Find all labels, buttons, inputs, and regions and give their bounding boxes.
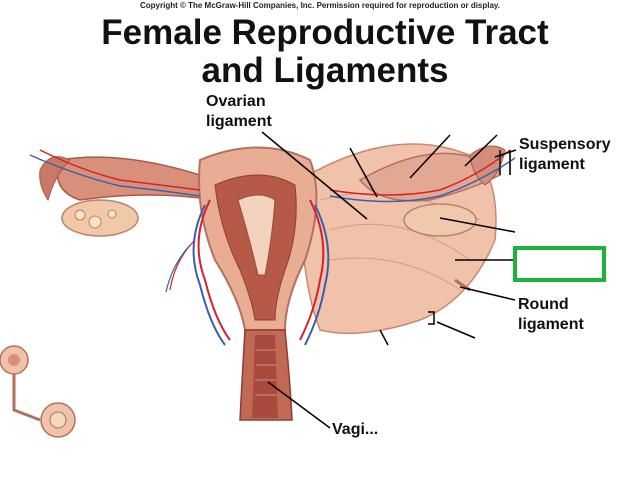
label-suspensory-ligament: Suspensory ligament xyxy=(519,135,611,175)
ovarian-artery-right xyxy=(329,149,511,196)
title-line-2: and Ligaments xyxy=(201,51,449,90)
left-uterine-tube xyxy=(56,156,217,201)
page-title: Female Reproductive Tract and Ligaments xyxy=(0,14,640,90)
answer-highlight-box[interactable] xyxy=(513,246,606,282)
label-ovarian-ligament-line-1: Ovarian xyxy=(206,93,266,110)
uterine-vein-right xyxy=(304,204,330,346)
label-round-ligament: Round ligament xyxy=(518,295,584,335)
right-fimbriae xyxy=(469,145,506,186)
label-suspensory-ligament-line-2: ligament xyxy=(519,156,585,173)
label-vagina: Vagi... xyxy=(332,421,379,438)
label-ovarian-ligament-line-2: ligament xyxy=(206,113,272,130)
uterine-cavity xyxy=(237,194,276,276)
uterine-artery-right xyxy=(299,199,325,341)
label-suspensory-ligament-line-1: Suspensory xyxy=(519,136,611,153)
label-round-ligament-line-2: ligament xyxy=(518,316,584,333)
ovarian-vein-left xyxy=(29,154,201,197)
uterine-vein-left xyxy=(192,204,226,346)
title-line-1: Female Reproductive Tract xyxy=(101,13,549,52)
ovarian-artery-left xyxy=(39,149,201,191)
ovarian-vein-right xyxy=(329,157,516,203)
leader-lines xyxy=(261,131,517,429)
label-ovarian-ligament: Ovarian ligament xyxy=(206,92,272,132)
copyright-notice: Copyright © The McGraw-Hill Companies, I… xyxy=(139,1,501,10)
uterine-artery-left xyxy=(197,199,231,341)
right-ovary xyxy=(403,203,477,237)
label-round-ligament-line-1: Round xyxy=(518,296,569,313)
